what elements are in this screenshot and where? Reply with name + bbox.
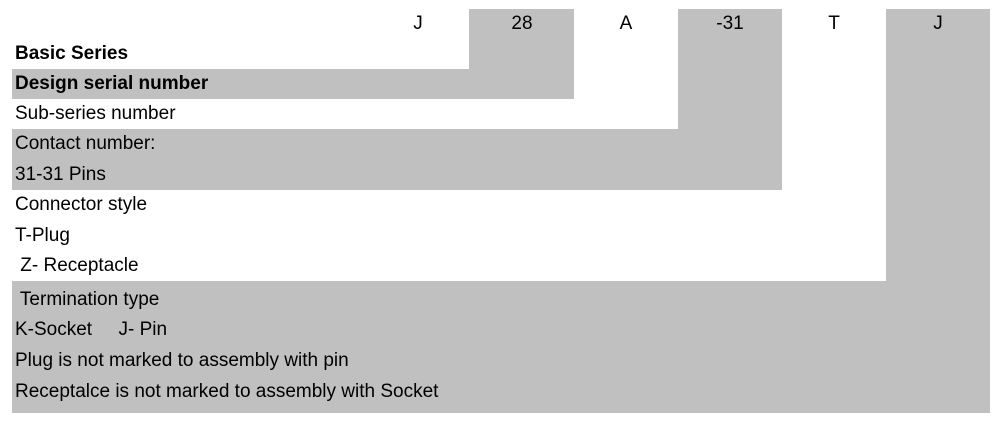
label-receptacle-note: Receptalce is not marked to assembly wit… (15, 381, 439, 402)
label-pins: 31-31 Pins (15, 164, 106, 185)
code-contact-number: -31 (716, 13, 744, 34)
shade-col-28 (469, 9, 574, 69)
label-termination: Termination type (15, 289, 160, 310)
shade-design-serial (12, 69, 574, 99)
label-receptacle: Z- Receptacle (15, 255, 139, 276)
code-design-serial: 28 (511, 13, 533, 34)
shade-col-31 (678, 9, 782, 129)
label-contact-number: Contact number: (15, 133, 156, 154)
code-sub-series: A (619, 13, 633, 34)
code-basic-series: J (413, 13, 423, 34)
label-plug-note: Plug is not marked to assembly with pin (15, 350, 349, 371)
label-sub-series: Sub-series number (15, 103, 176, 124)
shade-contact-number (12, 129, 782, 190)
shade-col-j (886, 9, 990, 281)
label-plug: T-Plug (15, 225, 70, 246)
label-basic-series: Basic Series (15, 43, 129, 64)
label-design-serial: Design serial number (15, 73, 209, 94)
label-connector-style: Connector style (15, 194, 148, 215)
label-socket-pin: K-Socket J- Pin (15, 319, 168, 340)
code-termination: J (933, 13, 943, 34)
shade-termination (12, 281, 990, 413)
code-connector-style: T (828, 13, 840, 34)
